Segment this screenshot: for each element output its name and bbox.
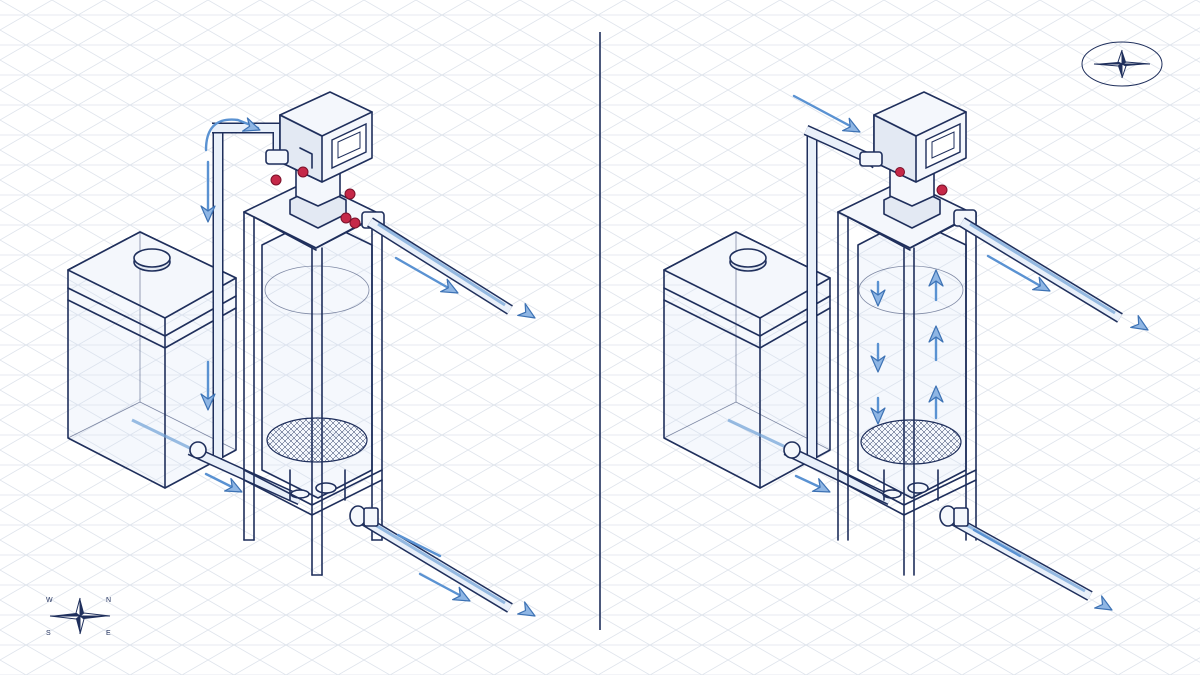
compass-label-s: S [46, 630, 51, 637]
compass-rose-icon [1081, 41, 1163, 87]
flow-arrows-left [200, 117, 540, 623]
valve-handle-icon [895, 167, 905, 177]
resin-tank-right [857, 217, 967, 501]
valve-handle-icon [936, 184, 948, 196]
flow-arrows-right [792, 94, 1153, 617]
brine-tank-right [663, 231, 831, 489]
valve-handle-icon [297, 166, 309, 178]
resin-tank-left [261, 217, 373, 501]
brine-pipe-left [187, 122, 303, 506]
valve-handle-icon [344, 188, 356, 200]
compass-label-n: N [106, 597, 111, 604]
outlet-pipes-right [939, 217, 1123, 601]
right-panel-regeneration [663, 41, 1163, 617]
compass-label-w: W [46, 597, 53, 604]
outlet-pipes-left [349, 217, 513, 613]
control-valve-head-right [873, 91, 967, 229]
brine-tank-left [67, 231, 237, 489]
compass-label-e: E [106, 630, 111, 637]
compass-rose-icon: W N S E [46, 597, 111, 637]
left-panel-service: W N S E [46, 91, 540, 637]
valve-handle-icon [270, 174, 282, 186]
valve-handle-icon [340, 212, 352, 224]
valve-handle-icon [349, 217, 361, 229]
